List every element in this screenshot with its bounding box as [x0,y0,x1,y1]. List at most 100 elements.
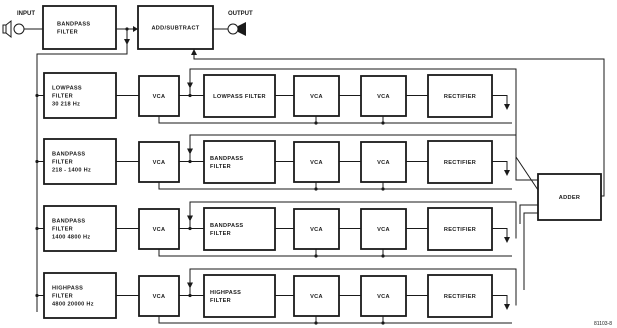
junction-dot [381,254,385,258]
arrowhead [187,148,193,155]
arrowhead [504,170,510,176]
band-filter-box-3 [43,205,117,252]
rectifier-box-4-label: RECTIFIER [444,294,476,300]
band-filter-box-4-label: HIGHPASS [52,286,83,292]
vca2-box-2-label: VCA [310,160,323,166]
input-jack-icon [5,19,12,39]
vca2-box-2 [293,141,340,183]
rectifier-box-3 [427,207,493,251]
arrowhead [504,237,510,243]
vca1-box-2-label: VCA [153,160,166,166]
arrowhead [187,282,193,289]
mid-filter-box-3-label: FILTER [210,231,231,237]
junction-dot [35,93,39,98]
vca1-box-2 [138,141,180,183]
control-low-wire [158,116,512,124]
block-labels: INPUTBANDPASSFILTERADD/SUBTRACTOUTPUTADD… [17,11,612,327]
control-loop-wire [189,268,517,306]
vca3-box-1-label: VCA [377,94,390,100]
vca1-box-4 [138,275,180,317]
vca1-box-1 [138,75,180,117]
junction-dot [188,93,192,98]
band-filter-box-4-label: FILTER [52,294,73,300]
arrowhead [191,49,197,55]
junction-dot [188,293,192,298]
vca2-box-4-label: VCA [310,294,323,300]
mid-filter-box-4-label: HIGHPASS [210,290,241,296]
input-jack-icon-base [2,24,7,34]
mid-filter-box-2-label: FILTER [210,164,231,170]
band-filter-box-1-label: 30 218 Hz [52,102,80,108]
band-filter-box-2-label: FILTER [52,160,73,166]
vca1-box-3 [138,208,180,250]
rectifier-box-1-label: RECTIFIER [444,94,476,100]
rect-out-wire [492,161,508,173]
vca1-box-1-label: VCA [153,94,166,100]
mid-filter-box-2 [203,140,276,184]
rectifier-box-3-label: RECTIFIER [444,227,476,233]
mid-filter-box-4 [203,274,276,318]
junction-dot [381,321,385,325]
vca3-box-3-label: VCA [377,227,390,233]
adder-bus-wire-4 [523,212,538,290]
band-filter-box-2 [43,138,117,185]
rect-out-wire [492,228,508,240]
vca2-box-1-label: VCA [310,94,323,100]
control-loop-wire [189,68,517,106]
adder-bus-wire-3 [519,204,538,224]
mid-filter-box-1-label: LOWPASS FILTER [213,94,266,100]
vca3-box-3 [360,208,407,250]
adder-box [537,173,602,221]
rect-out-wire [492,295,508,307]
output-label: OUTPUT [228,11,253,17]
junction-dot [188,159,192,164]
control-low-wire [158,182,512,190]
rectifier-box-2-label: RECTIFIER [444,160,476,166]
band-filter-box-1 [43,72,117,119]
band-filter-box-4-label: 4800 20000 Hz [52,302,94,308]
band-filter-box-1-label: LOWPASS [52,86,82,92]
vca3-box-1 [360,75,407,117]
mid-filter-box-4-label: FILTER [210,298,231,304]
vca3-box-4-label: VCA [377,294,390,300]
control-loop-wire [189,201,517,239]
control-low-wire [158,316,512,324]
vca3-box-2 [360,141,407,183]
block-boxes [42,5,602,319]
arrowhead [124,39,130,45]
adder-box-label: ADDER [559,195,580,201]
arrowhead [133,26,138,32]
connection-lines [2,19,605,325]
vca2-box-3-label: VCA [310,227,323,233]
bandpass-filter-top-box [42,5,117,50]
junction-dot [35,293,39,298]
adder-to-addsub-wire [193,49,605,197]
mid-filter-box-1 [203,74,276,118]
output-circle [227,23,239,35]
vca1-box-4-label: VCA [153,294,166,300]
band-filter-box-3-label: BANDPASS [52,219,85,225]
adder-bus-wire-2 [515,156,539,191]
input-circle [13,23,25,35]
mid-filter-box-2-label: BANDPASS [210,156,243,162]
input-label: INPUT [17,11,35,17]
arrowhead [504,104,510,110]
bandpass-filter-top-box-label: FILTER [57,30,78,36]
band-filter-box-4 [43,272,117,319]
vca3-box-2-label: VCA [377,160,390,166]
rect-out-wire [492,95,508,107]
rectifier-box-1 [427,74,493,118]
control-low-wire [158,249,512,257]
output-jack-icon [238,22,246,36]
mid-filter-box-3-label: BANDPASS [210,223,243,229]
junction-dot [35,226,39,231]
rectifier-box-4 [427,274,493,318]
add-subtract-box [137,5,214,50]
band-filter-box-2-label: BANDPASS [52,152,85,158]
arrowhead [187,215,193,222]
bandpass-filter-top-box-label: BANDPASS [57,22,90,28]
mid-filter-box-3 [203,207,276,251]
figure-id: 81103-8 [594,321,612,327]
band-filter-box-3-label: FILTER [52,227,73,233]
